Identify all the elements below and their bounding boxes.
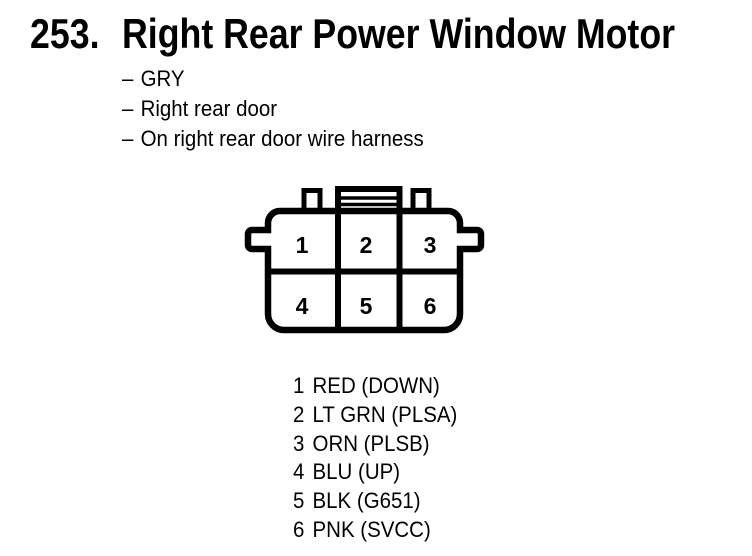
pinout-pin-number: 5 (293, 488, 305, 514)
detail-text: On right rear door wire harness (140, 126, 424, 151)
page-title: Right Rear Power Window Motor (122, 10, 676, 57)
pinout-row: 1 RED (DOWN) (293, 372, 457, 401)
dash-bullet: – (122, 126, 134, 151)
pinout-wire-label: PNK (SVCC) (312, 516, 431, 542)
guide-tab-left (301, 188, 323, 213)
detail-text: GRY (140, 66, 185, 91)
pinout-row: 2 LT GRN (PLSA) (293, 401, 457, 430)
pin-cell-6: 6 (424, 293, 437, 319)
pin-cell-4: 4 (296, 293, 309, 319)
pin-cell-3: 3 (424, 232, 437, 258)
pinout-pin-number: 6 (293, 516, 305, 542)
pinout-wire-label: ORN (PLSB) (312, 430, 430, 456)
connector-body-outline (244, 207, 485, 334)
pinout-row: 3 ORN (PLSB) (293, 430, 457, 459)
connector-details-list: –GRY –Right rear door –On right rear doo… (122, 64, 424, 154)
pinout-row: 6 PNK (SVCC) (293, 516, 457, 545)
pinout-wire-label: BLU (UP) (312, 459, 401, 485)
detail-line: –On right rear door wire harness (122, 124, 424, 154)
item-number: 253. (30, 10, 100, 57)
pinout-wire-label: BLK (G651) (312, 488, 421, 514)
dash-bullet: – (122, 66, 134, 91)
pinout-pin-number: 2 (293, 401, 305, 427)
pinout-list: 1 RED (DOWN) 2 LT GRN (PLSA) 3 ORN (PLSB… (293, 372, 457, 545)
pinout-pin-number: 1 (293, 373, 305, 398)
connector-diagram: 1 2 3 4 5 6 (244, 186, 485, 334)
pinout-row: 5 BLK (G651) (293, 487, 457, 516)
pinout-wire-label: LT GRN (PLSA) (312, 401, 458, 427)
pinout-row: 4 BLU (UP) (293, 458, 457, 487)
pinout-wire-label: RED (DOWN) (312, 373, 440, 398)
guide-tab-right (410, 188, 432, 213)
pin-cell-2: 2 (360, 232, 373, 258)
dash-bullet: – (122, 96, 134, 121)
pinout-pin-number: 4 (293, 459, 305, 485)
pin-cell-1: 1 (296, 232, 309, 258)
detail-line: –GRY (122, 64, 424, 94)
pin-cell-5: 5 (360, 293, 373, 319)
detail-line: –Right rear door (122, 94, 424, 124)
detail-text: Right rear door (140, 96, 278, 121)
pinout-pin-number: 3 (293, 430, 305, 456)
